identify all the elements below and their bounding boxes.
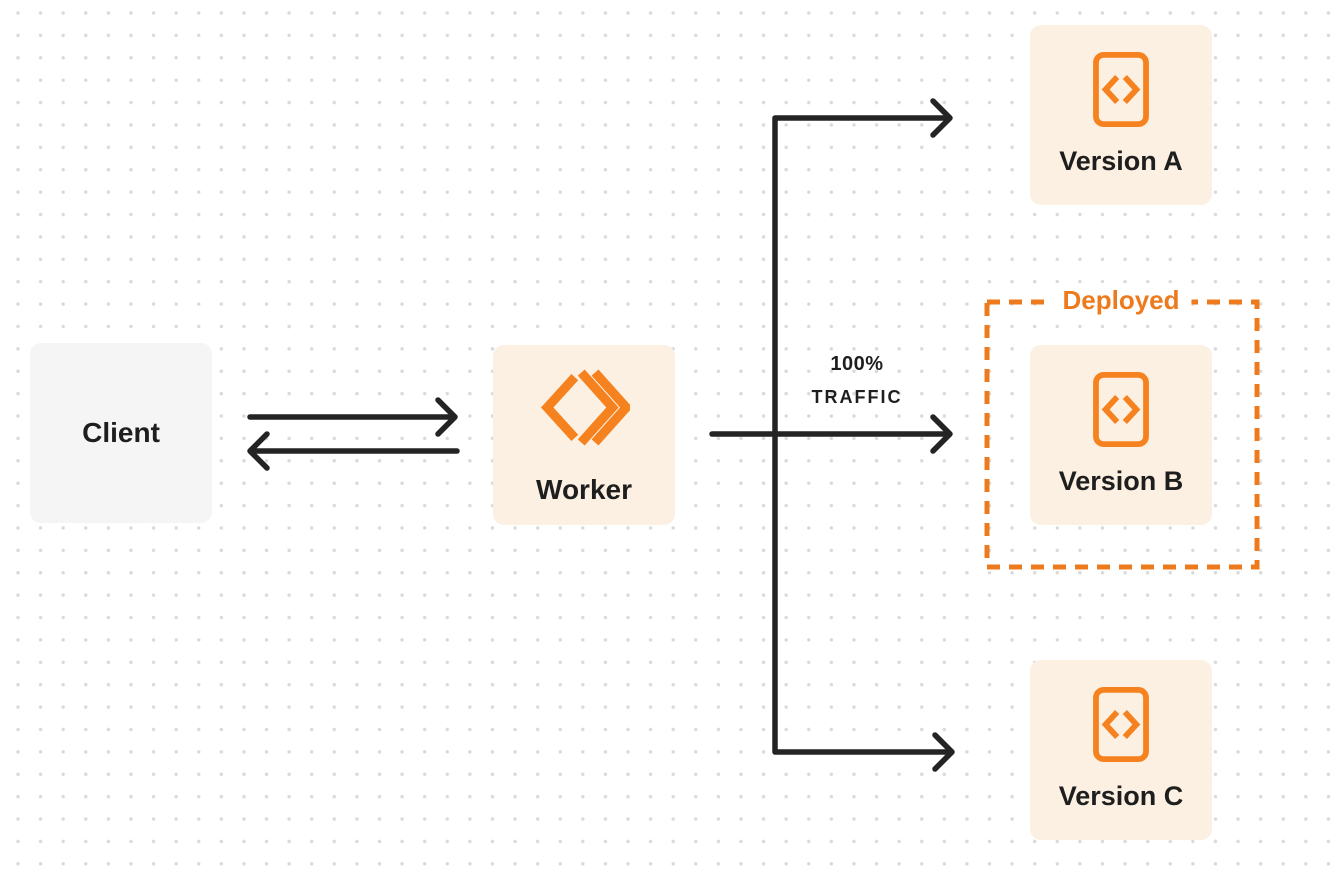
node-client: Client bbox=[30, 343, 212, 523]
workers-logo-icon bbox=[540, 368, 630, 446]
node-version-c: Version C bbox=[1030, 660, 1212, 840]
node-worker: Worker bbox=[493, 345, 675, 525]
version-c-label: Version C bbox=[1058, 781, 1184, 811]
arrow-worker-to-version-c-shaft bbox=[772, 431, 952, 755]
code-file-icon bbox=[1093, 51, 1149, 128]
client-label: Client bbox=[82, 417, 160, 448]
code-file-icon bbox=[1093, 686, 1149, 763]
node-version-b: Version B bbox=[1030, 345, 1212, 525]
arrow-worker-to-version-a-head bbox=[930, 98, 953, 138]
version-a-label: Version A bbox=[1059, 146, 1183, 176]
worker-label: Worker bbox=[536, 473, 632, 505]
deployed-label: Deployed bbox=[1050, 283, 1192, 319]
arrow-worker-to-client-head bbox=[247, 431, 270, 471]
node-version-a: Version A bbox=[1030, 25, 1212, 205]
traffic-word-text: TRAFFIC bbox=[811, 387, 903, 407]
traffic-annotation: 100% TRAFFIC bbox=[812, 348, 903, 414]
traffic-percent-text: 100% bbox=[830, 353, 884, 375]
arrow-worker-to-version-c-head bbox=[932, 732, 955, 772]
code-file-icon bbox=[1093, 371, 1149, 448]
arrow-client-to-worker-head bbox=[435, 397, 458, 437]
arrow-worker-to-version-b-head bbox=[930, 414, 953, 454]
version-b-label: Version B bbox=[1058, 466, 1184, 496]
